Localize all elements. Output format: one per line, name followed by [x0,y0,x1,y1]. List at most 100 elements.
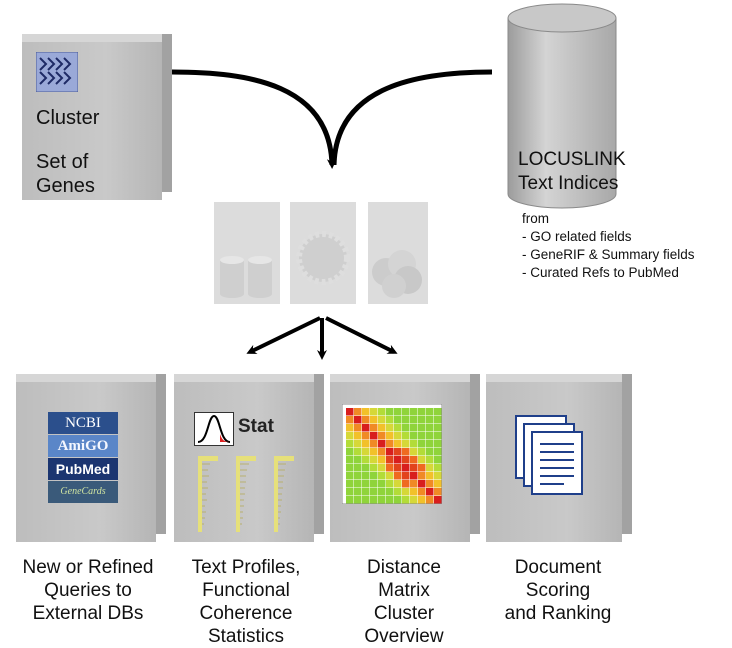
matrix-cell [354,496,362,504]
arrow-cluster-to-process [171,69,337,169]
matrix-cell [370,424,378,432]
distribution-icon [194,412,234,446]
matrix-cell [370,464,378,472]
source-item: - Curated Refs to PubMed [522,265,679,280]
matrix-cell [434,496,442,504]
document-stack-icon [515,415,583,495]
matrix-cell [410,488,418,496]
matrix-cell [354,448,362,456]
matrix-cell [418,472,426,480]
matrix-cell [426,416,434,424]
matrix-cell [378,408,386,416]
matrix-cell [410,472,418,480]
matrix-cell [434,448,442,456]
caption-line: Text Profiles, [191,557,301,578]
matrix-cell [394,448,402,456]
matrix-cell [402,464,410,472]
matrix-cell [386,448,394,456]
matrix-cell [418,408,426,416]
matrix-cell [410,408,418,416]
pubmed-logo: PubMed [48,458,118,480]
matrix-cell [402,472,410,480]
storage-module [214,202,280,304]
caption-line: Distance [367,557,441,578]
matrix-cell [394,408,402,416]
matrix-cell [394,416,402,424]
processing-modules [214,194,434,308]
matrix-cell [394,424,402,432]
matrix-cell [418,488,426,496]
matrix-cell [418,424,426,432]
matrix-cell [402,424,410,432]
matrix-cell [418,456,426,464]
matrix-cell [378,448,386,456]
matrix-cell [370,416,378,424]
arrow-locuslink-to-process [331,69,493,166]
matrix-cell [434,464,442,472]
profile-bars [198,456,294,532]
matrix-cell [410,424,418,432]
matrix-cell [402,480,410,488]
external-db-box: NCBI AmiGO PubMed GeneCards [16,374,166,542]
matrix-cell [434,480,442,488]
caption-line: Scoring [525,580,591,601]
matrix-cell [378,464,386,472]
matrix-cell [354,416,362,424]
matrix-cell [370,496,378,504]
matrix-cell [434,416,442,424]
matrix-cell [354,456,362,464]
matrix-cell [354,488,362,496]
matrix-cell [378,480,386,488]
matrix-cell [426,488,434,496]
gear-module [290,202,356,304]
cluster-title: Cluster [36,107,100,129]
matrix-cell [402,456,410,464]
matrix-cell [346,488,354,496]
matrix-cell [370,432,378,440]
genecards-logo: GeneCards [48,481,118,503]
caption-distance-matrix: Distance Matrix Cluster Overview [324,556,484,648]
matrix-cell [402,408,410,416]
matrix-cell [362,424,370,432]
matrix-cell [426,496,434,504]
matrix-cell [426,424,434,432]
matrix-cell [346,416,354,424]
matrix-cell [370,440,378,448]
stat-label: Stat [238,416,274,437]
blob-cluster-icon [372,250,422,298]
caption-line: Document [514,557,602,578]
amigo-logo: AmiGO [48,435,118,457]
matrix-cell [386,408,394,416]
matrix-cell [354,440,362,448]
arrow-to-matrix [325,316,398,354]
matrix-cell [362,472,370,480]
caption-line: External DBs [32,603,144,624]
matrix-cell [370,448,378,456]
matrix-cell [362,456,370,464]
matrix-cell [402,440,410,448]
matrix-cell [410,496,418,504]
locuslink-database-icon [507,3,617,209]
caption-line: Statistics [207,626,285,647]
gene-cluster-icon [36,52,78,92]
matrix-cell [434,472,442,480]
distance-matrix-box [330,374,480,542]
locuslink-title: LOCUSLINK [518,149,626,170]
matrix-cell [370,480,378,488]
matrix-cell [386,464,394,472]
matrix-cell [354,408,362,416]
matrix-cell [402,496,410,504]
matrix-cell [426,472,434,480]
matrix-cell [426,480,434,488]
matrix-cell [394,464,402,472]
matrix-cell [410,464,418,472]
caption-line: Queries to [44,580,132,601]
matrix-cell [354,472,362,480]
matrix-cell [386,432,394,440]
caption-line: Overview [364,626,444,647]
matrix-cell [434,456,442,464]
matrix-cell [378,416,386,424]
matrix-cell [370,488,378,496]
matrix-cell [434,432,442,440]
